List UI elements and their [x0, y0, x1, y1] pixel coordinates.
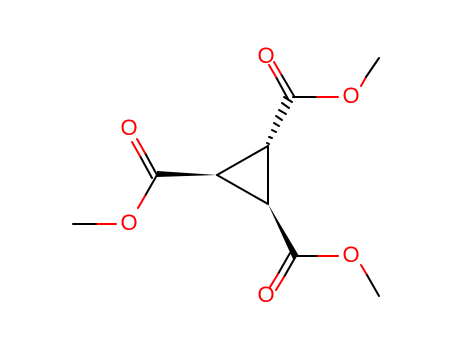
carbonyl-double-bond-a-o: [275, 276, 285, 291]
left-ester-group: [72, 138, 217, 225]
carbonyl-double-bond-a: [280, 73, 295, 97]
top-right-ester-group: [266, 57, 380, 145]
ester-single-bond-o: [137, 195, 146, 209]
bottom-ester-group: [268, 204, 380, 297]
oxygen-label-top-carbonyl: O: [257, 43, 274, 68]
solid-wedge-bond: [268, 204, 299, 259]
carbonyl-double-bond-b-o: [131, 141, 141, 157]
cyclopropane-ring: [216, 145, 269, 205]
carbonyl-double-bond-b-o: [268, 64, 277, 78]
oxygen-label-bottom-carbonyl: O: [257, 282, 274, 307]
ring-bond-left-top: [216, 145, 269, 176]
oxygen-label-bottom-ester: O: [342, 242, 359, 267]
ester-single-bond: [144, 174, 158, 197]
methoxy-bond-o: [360, 264, 368, 276]
methoxy-bond-o: [360, 76, 367, 87]
methoxy-bond: [366, 274, 380, 297]
atom-labels: O O O O O O: [120, 43, 359, 307]
hashed-wedge-bond: [266, 96, 293, 145]
ring-bond-bottom-left: [216, 174, 269, 205]
carbonyl-double-bond-b: [277, 252, 291, 275]
carbonyl-double-bond-b-o: [269, 273, 279, 288]
carbonyl-double-bond-b: [139, 155, 153, 179]
carbonyl-double-bond-a: [144, 152, 158, 176]
carbonyl-double-bond-a-o: [136, 138, 146, 154]
oxygen-label-top-ester: O: [342, 83, 359, 108]
carbonyl-double-bond-b: [275, 76, 289, 100]
carbonyl-double-bond-a-o: [273, 61, 282, 75]
methoxy-bond: [365, 57, 380, 78]
oxygen-label-left-carbonyl: O: [120, 115, 137, 140]
carbonyl-double-bond-a: [283, 255, 297, 278]
oxygen-label-left-ester: O: [120, 210, 137, 235]
solid-wedge-bond: [157, 171, 217, 177]
